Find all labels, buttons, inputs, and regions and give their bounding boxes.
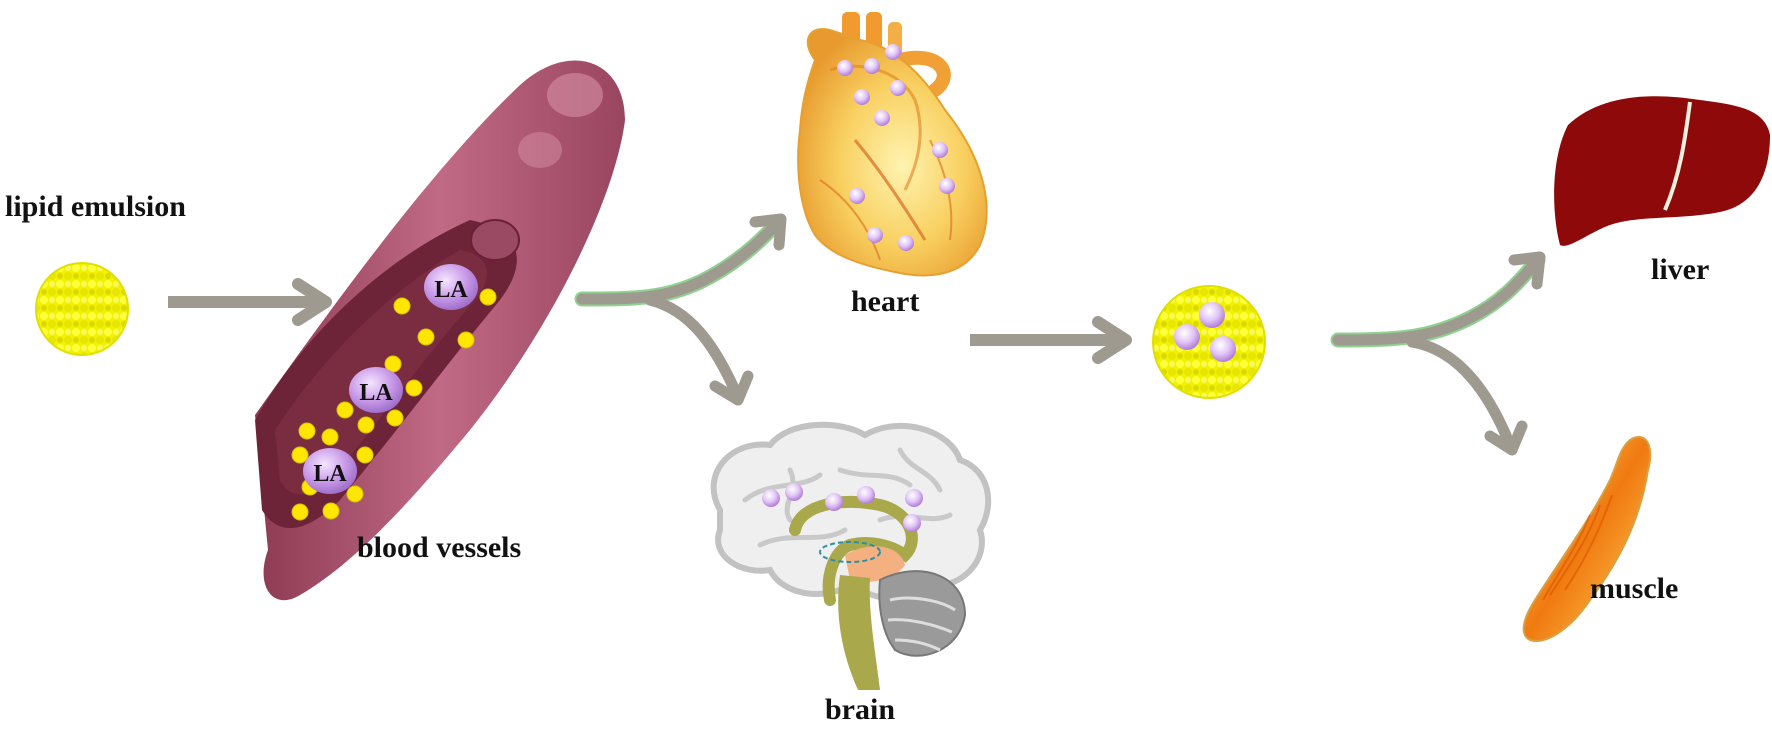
label-blood-vessels: blood vessels xyxy=(357,531,522,564)
heart-illustration xyxy=(797,12,988,277)
la-label: LA xyxy=(434,277,468,303)
la-particle-3: LA xyxy=(303,448,357,494)
label-heart: heart xyxy=(851,285,920,318)
label-lipid-emulsion: lipid emulsion xyxy=(5,190,186,223)
label-brain: brain xyxy=(825,693,896,726)
label-liver: liver xyxy=(1651,253,1710,286)
la-label: LA xyxy=(359,380,393,406)
arrow-organs-to-sphere-icon xyxy=(970,316,1132,364)
lipid-emulsion-sphere xyxy=(35,262,129,356)
emulsion-with-la-sphere xyxy=(1152,285,1266,399)
lipid-droplets xyxy=(291,288,497,521)
brain-illustration xyxy=(710,421,992,690)
la-particle-2: LA xyxy=(349,367,403,413)
label-muscle: muscle xyxy=(1590,572,1679,605)
liver-illustration xyxy=(1554,96,1770,246)
la-particle-1: LA xyxy=(424,264,478,310)
muscle-illustration xyxy=(1522,435,1652,642)
blood-vessel-illustration xyxy=(255,60,625,601)
la-label: LA xyxy=(313,461,347,487)
branch-arrow-sphere-icon xyxy=(1330,251,1546,456)
branch-arrow-vessel-icon xyxy=(574,213,787,406)
arrow-emulsion-to-vessel-icon xyxy=(168,278,332,326)
